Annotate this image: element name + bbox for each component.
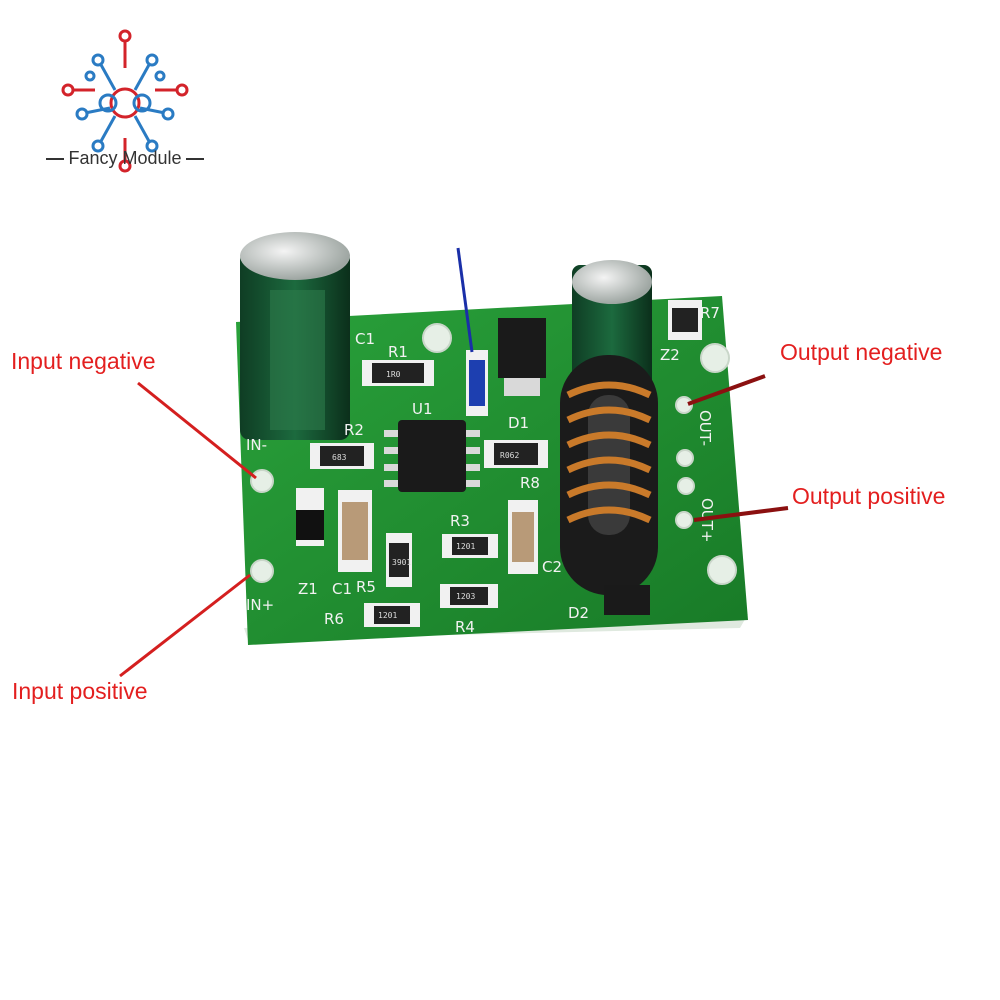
svg-text:R7: R7 — [700, 304, 720, 322]
svg-text:R5: R5 — [356, 578, 376, 596]
svg-text:OUT-: OUT- — [696, 410, 714, 446]
input-negative-arrow — [137, 381, 257, 480]
svg-text:R2: R2 — [344, 421, 364, 439]
svg-text:1R0: 1R0 — [386, 370, 401, 379]
svg-text:R4: R4 — [455, 618, 475, 636]
svg-text:Z1: Z1 — [298, 580, 318, 598]
input-positive-arrow — [119, 573, 251, 678]
svg-text:R6: R6 — [324, 610, 344, 628]
input-negative-label: Input negative — [11, 348, 156, 374]
input-positive-label: Input positive — [12, 678, 148, 704]
output-negative-arrow — [687, 374, 766, 406]
svg-text:R1: R1 — [388, 343, 408, 361]
output-positive-label: Output positive — [792, 483, 946, 509]
svg-text:C1: C1 — [332, 580, 352, 598]
svg-text:IN+: IN+ — [246, 596, 274, 614]
svg-text:R3: R3 — [450, 512, 470, 530]
toroid-inductor — [560, 355, 658, 615]
svg-text:U1: U1 — [412, 400, 433, 418]
svg-text:R062: R062 — [500, 451, 519, 460]
svg-text:1201: 1201 — [378, 611, 397, 620]
blue-pointer-arrow — [456, 247, 474, 353]
svg-text:IN-: IN- — [246, 436, 267, 454]
svg-text:D2: D2 — [568, 604, 589, 622]
circuit-logo-icon — [61, 29, 189, 173]
svg-text:C1: C1 — [355, 330, 375, 348]
svg-text:D1: D1 — [508, 414, 529, 432]
svg-text:1201: 1201 — [456, 542, 475, 551]
output-positive-arrow — [693, 506, 789, 522]
svg-text:R8: R8 — [520, 474, 540, 492]
svg-text:C2: C2 — [542, 558, 562, 576]
svg-text:Z2: Z2 — [660, 346, 680, 364]
output-negative-label: Output negative — [780, 339, 943, 365]
ic-u1 — [398, 420, 466, 492]
svg-text:3901: 3901 — [392, 558, 411, 567]
brand-name: Fancy Module — [40, 148, 210, 169]
svg-text:1203: 1203 — [456, 592, 475, 601]
svg-text:683: 683 — [332, 453, 347, 462]
